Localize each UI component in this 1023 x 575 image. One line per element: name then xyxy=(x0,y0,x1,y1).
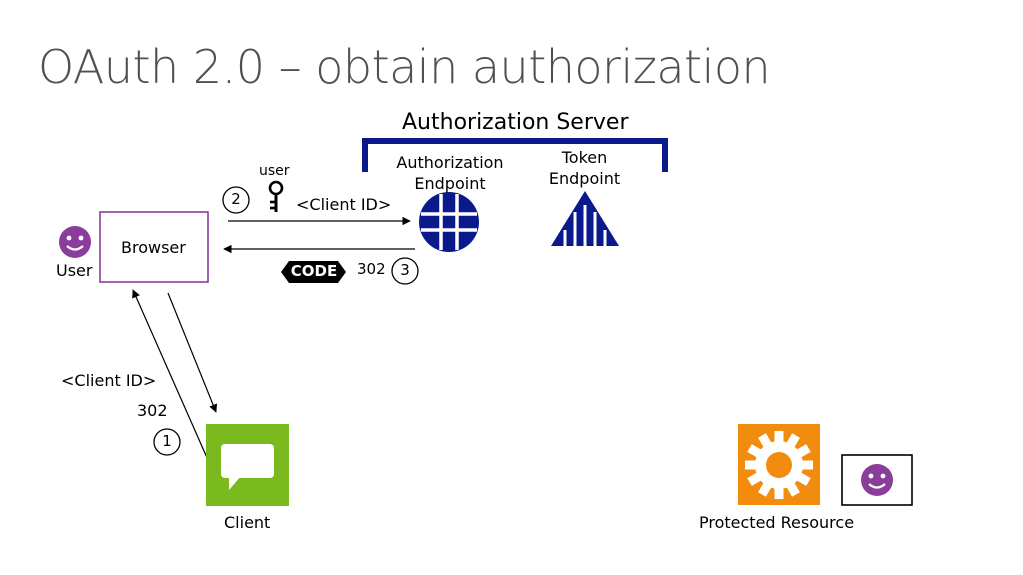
gear-icon xyxy=(738,424,820,505)
step2-circle xyxy=(222,186,250,214)
gear-tooth xyxy=(774,485,784,499)
browser-box xyxy=(99,211,209,283)
token-endpoint-line2: Endpoint xyxy=(548,169,621,188)
browser-label: Browser xyxy=(121,238,186,257)
user-label: User xyxy=(56,261,93,280)
step1-circle xyxy=(153,428,181,456)
step3-circle xyxy=(391,257,419,285)
authorization-server-bracket xyxy=(362,138,668,172)
step1-client-id-label: <Client ID> xyxy=(61,371,157,390)
step1-number: 1 xyxy=(162,432,172,450)
client-label: Client xyxy=(224,513,271,532)
authorization-endpoint-line2: Endpoint xyxy=(414,174,486,193)
step3-number: 3 xyxy=(400,261,410,279)
key-icon xyxy=(268,180,284,212)
step3-302-label: 302 xyxy=(357,260,386,278)
arrow-step1-up xyxy=(132,289,209,461)
chat-bubble-icon xyxy=(206,424,289,506)
step1-302-label: 302 xyxy=(137,401,168,420)
step2-client-id-label: <Client ID> xyxy=(296,195,392,214)
gear-tooth xyxy=(774,431,784,445)
code-badge: CODE xyxy=(290,262,338,280)
authorization-endpoint-line1: Authorization xyxy=(396,153,504,172)
page-title: OAuth 2.0 – obtain authorization xyxy=(38,40,771,94)
step2-number: 2 xyxy=(231,190,241,208)
resource-owner-smiley-icon xyxy=(861,464,893,496)
grid-globe-icon xyxy=(419,192,479,252)
authorization-server-label: Authorization Server xyxy=(402,110,629,135)
token-endpoint-label: Token Endpoint xyxy=(537,147,632,189)
arrow-browser-to-client xyxy=(167,292,218,413)
token-endpoint-line1: Token xyxy=(561,148,608,167)
authorization-endpoint-label: Authorization Endpoint xyxy=(386,152,514,194)
key-user-label: user xyxy=(259,163,290,179)
tent-icon xyxy=(551,191,619,246)
code-badge-shape xyxy=(281,261,346,283)
smiley-icon xyxy=(59,226,91,258)
protected-resource-label: Protected Resource xyxy=(699,513,855,532)
